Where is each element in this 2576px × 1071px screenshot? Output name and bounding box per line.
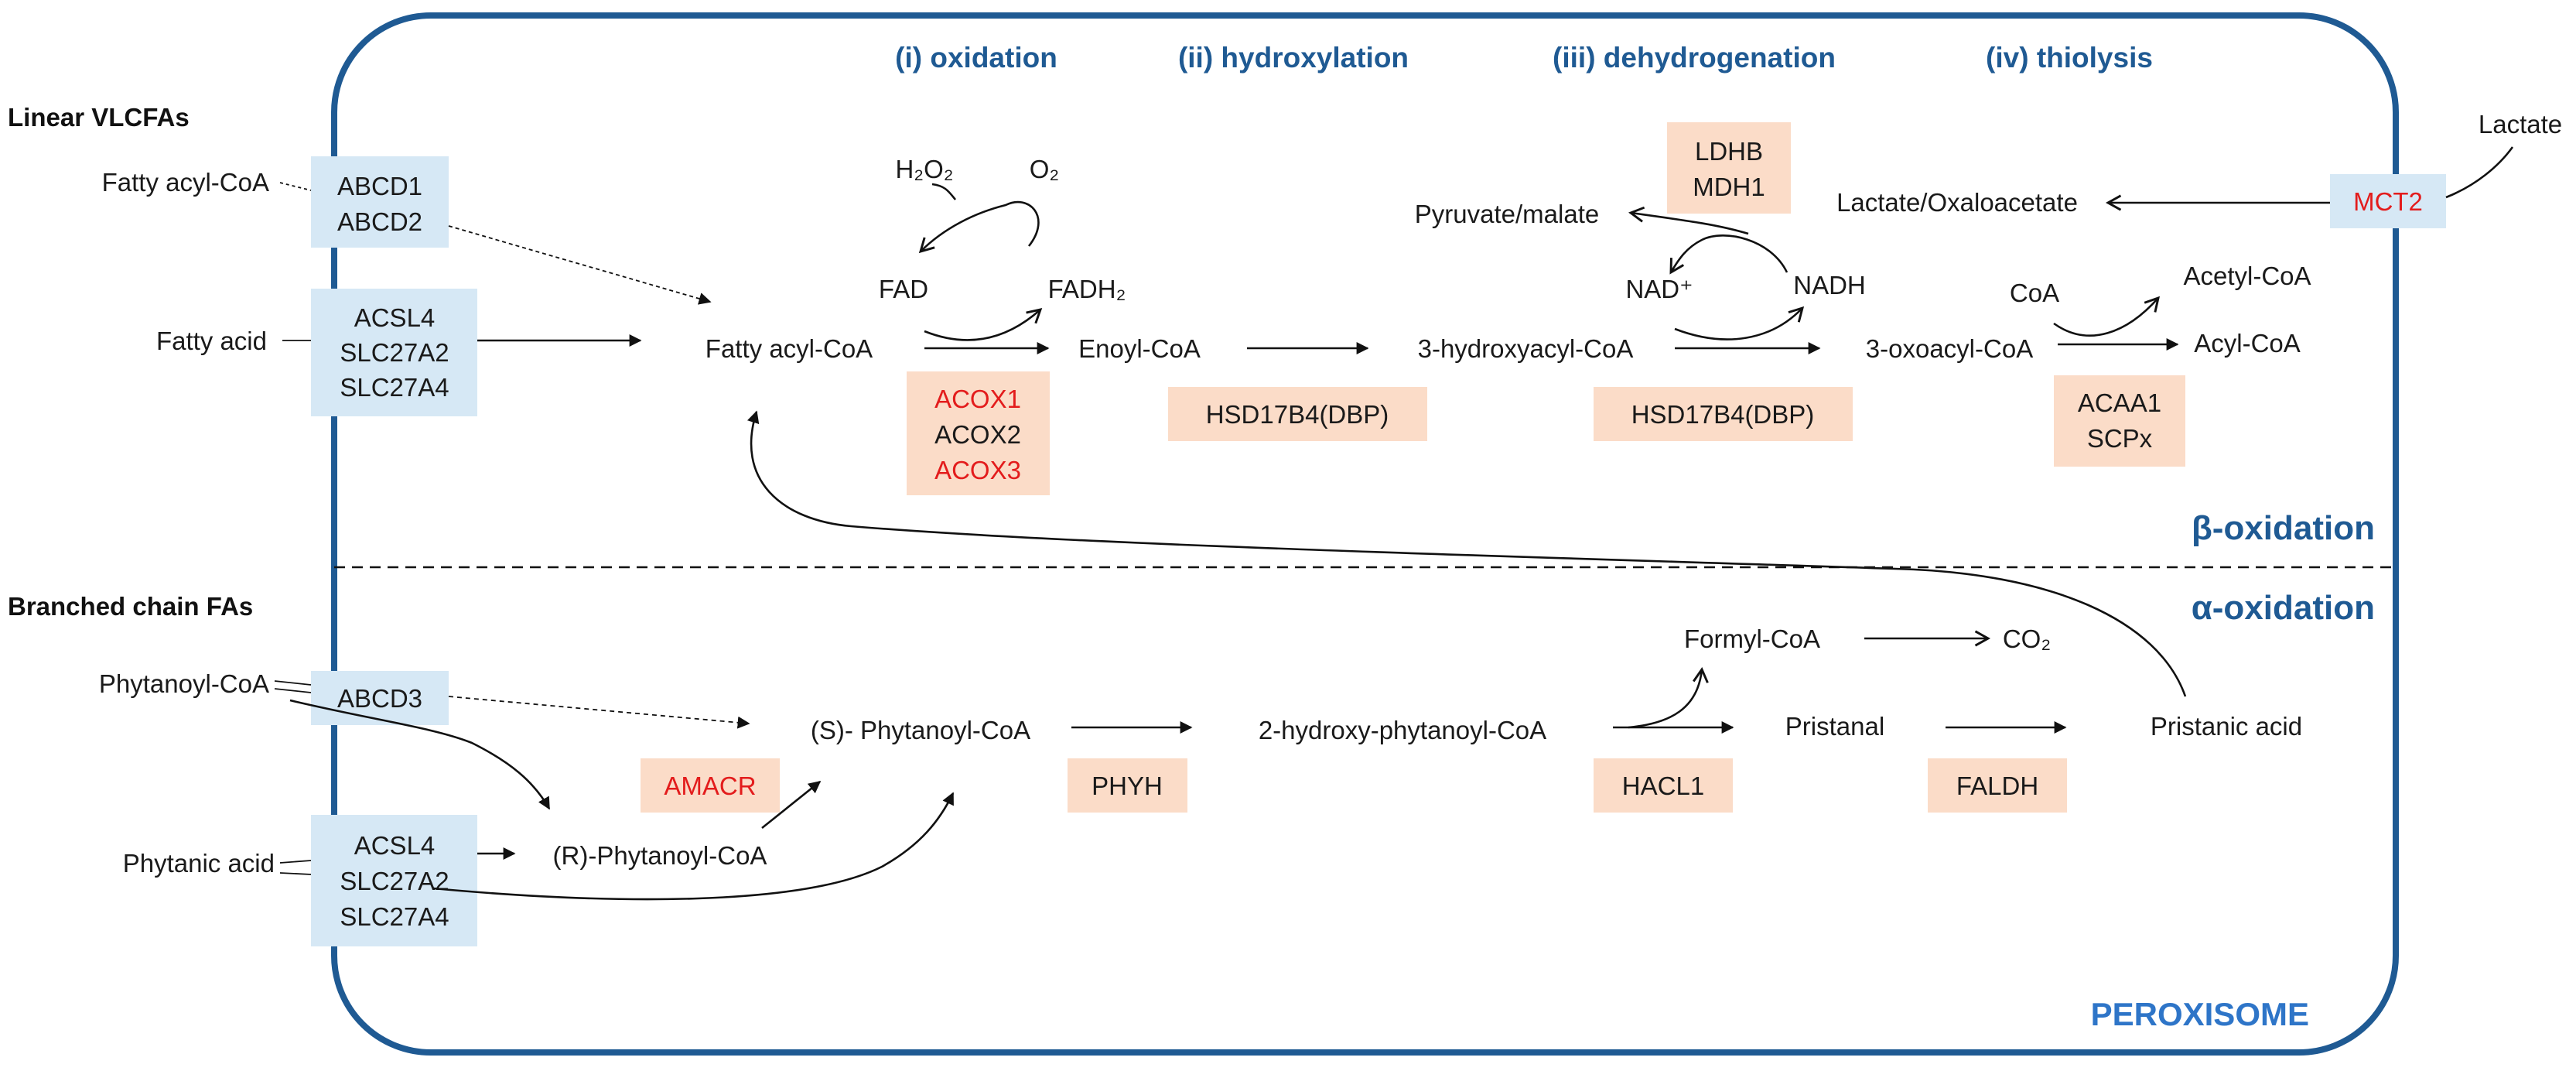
mct2-label: MCT2 xyxy=(2353,187,2423,216)
abcd2-label: ABCD2 xyxy=(337,207,422,236)
hacl1-box: HACL1 xyxy=(1594,758,1733,813)
acox3-label: ACOX3 xyxy=(934,456,1021,484)
fadh2-label: FADH₂ xyxy=(1048,275,1126,303)
s-phytanoyl-coa-label: (S)- Phytanoyl-CoA xyxy=(811,716,1030,744)
line-phytanoyl-to-abcd3-b xyxy=(274,688,312,693)
phytanic-acid-label: Phytanic acid xyxy=(123,849,275,878)
arrow-abcd3-to-s-phytanoyl xyxy=(448,696,750,729)
lactate-external-label: Lactate xyxy=(2479,110,2562,139)
header-oxidation: (i) oxidation xyxy=(895,42,1057,74)
faldh-box: FALDH xyxy=(1928,758,2067,813)
arrow-r-to-s-phytanoyl xyxy=(761,780,822,830)
arrow-nadh-to-nad xyxy=(1669,234,1789,275)
abcd3-label: ABCD3 xyxy=(337,684,422,713)
amacr-label: AMACR xyxy=(664,772,756,800)
slc27a4-top-label: SLC27A4 xyxy=(340,373,449,402)
co2-label: CO₂ xyxy=(2003,624,2051,653)
hacl1-label: HACL1 xyxy=(1622,772,1704,800)
peroxisome-label: PEROXISOME xyxy=(2091,996,2309,1032)
acsl-bottom-box: ACSL4 SLC27A2 SLC27A4 xyxy=(311,815,477,946)
arrow-nad-to-nadh xyxy=(1674,306,1805,340)
ldhb-label: LDHB xyxy=(1695,137,1763,166)
line-phytanic-to-acsl-a xyxy=(279,860,312,864)
formyl-coa-label: Formyl-CoA xyxy=(1684,624,1820,653)
slc27a4-bottom-label: SLC27A4 xyxy=(340,902,449,931)
section-linear-vlcfas: Linear VLCFAs xyxy=(8,103,190,132)
3-oxoacyl-coa-label: 3-oxoacyl-CoA xyxy=(1866,334,2033,363)
hsd17b4-dehydrogenation-label: HSD17B4(DBP) xyxy=(1631,400,1815,429)
acox1-label: ACOX1 xyxy=(934,385,1021,413)
r-phytanoyl-coa-label: (R)-Phytanoyl-CoA xyxy=(553,841,767,870)
lactate-oxaloacetate-label: Lactate/Oxaloacetate xyxy=(1836,188,2078,217)
hsd17b4-hydroxylation-box: HSD17B4(DBP) xyxy=(1168,387,1427,441)
arrow-to-formyl-coa xyxy=(1628,666,1709,729)
arrow-o2-to-h2o2 xyxy=(918,200,1040,254)
enoyl-coa-label: Enoyl-CoA xyxy=(1078,334,1201,363)
section-branched-fas: Branched chain FAs xyxy=(8,592,253,621)
coa-label: CoA xyxy=(2010,279,2059,307)
acsl4-bottom-label: ACSL4 xyxy=(354,831,436,860)
2-hydroxy-phytanoyl-coa-label: 2-hydroxy-phytanoyl-CoA xyxy=(1259,716,1546,744)
alpha-oxidation-label: α-oxidation xyxy=(2192,589,2375,627)
header-dehydrogenation: (iii) dehydrogenation xyxy=(1553,42,1836,74)
acyl-coa-label: Acyl-CoA xyxy=(2194,329,2301,358)
acsl-top-box: ACSL4 SLC27A2 SLC27A4 xyxy=(311,289,477,416)
phyh-label: PHYH xyxy=(1092,772,1163,800)
acetyl-coa-label: Acetyl-CoA xyxy=(2183,262,2311,290)
beta-oxidation-label: β-oxidation xyxy=(2192,509,2375,547)
phytanoyl-coa-external: Phytanoyl-CoA xyxy=(99,669,269,698)
line-lactate-to-mct2 xyxy=(2445,146,2514,199)
acox-box: ACOX1 ACOX2 ACOX3 xyxy=(907,371,1050,495)
fatty-acyl-coa-label: Fatty acyl-CoA xyxy=(705,334,873,363)
amacr-box: AMACR xyxy=(641,758,780,813)
acaa1-scpx-box: ACAA1 SCPx xyxy=(2054,375,2185,467)
h2o2-label: H₂O₂ xyxy=(895,155,953,183)
3-hydroxyacyl-coa-label: 3-hydroxyacyl-CoA xyxy=(1418,334,1634,363)
arrow-coa-to-acetyl-coa xyxy=(2053,296,2161,337)
ldhb-mdh1-box: LDHB MDH1 xyxy=(1667,122,1791,214)
pristanal-label: Pristanal xyxy=(1785,712,1884,741)
hsd17b4-hydroxylation-label: HSD17B4(DBP) xyxy=(1206,400,1389,429)
arrow-fad-to-fadh2 xyxy=(924,307,1043,341)
abcd1-abcd2-box: ABCD1 ABCD2 xyxy=(311,156,449,248)
faldh-label: FALDH xyxy=(1956,772,2038,800)
abcd1-label: ABCD1 xyxy=(337,172,422,200)
line-phytanoyl-to-abcd3-a xyxy=(274,680,312,686)
scpx-label: SCPx xyxy=(2087,424,2153,453)
nad-label: NAD⁺ xyxy=(1625,275,1693,303)
phyh-box: PHYH xyxy=(1068,758,1187,813)
fatty-acid-label: Fatty acid xyxy=(156,327,267,355)
header-thiolysis: (iv) thiolysis xyxy=(1986,42,2153,74)
slc27a2-bottom-label: SLC27A2 xyxy=(340,867,449,895)
line-phytanic-to-acsl-b xyxy=(279,872,312,875)
slc27a2-top-label: SLC27A2 xyxy=(340,338,449,367)
fatty-acyl-coa-external: Fatty acyl-CoA xyxy=(102,168,269,197)
acox2-label: ACOX2 xyxy=(934,420,1021,449)
acsl4-top-label: ACSL4 xyxy=(354,303,436,332)
abcd3-box: ABCD3 xyxy=(311,671,449,725)
peroxisome-membrane xyxy=(331,12,2399,1056)
import-line-fatty-acyl-coa xyxy=(279,182,312,191)
header-hydroxylation: (ii) hydroxylation xyxy=(1178,42,1409,74)
o2-label: O₂ xyxy=(1030,155,1059,183)
arrow-h2o2-tail xyxy=(931,183,957,200)
mct2-box: MCT2 xyxy=(2330,174,2446,228)
arrow-pristanic-to-fatty-acyl-coa xyxy=(747,410,2187,697)
acaa1-label: ACAA1 xyxy=(2078,388,2161,417)
nadh-label: NADH xyxy=(1793,271,1866,299)
arrow-abcd3-to-r-phytanoyl xyxy=(289,699,551,810)
arrow-lactate-to-pyruvate xyxy=(1628,206,1749,235)
hsd17b4-dehydrogenation-box: HSD17B4(DBP) xyxy=(1594,387,1853,441)
mdh1-label: MDH1 xyxy=(1693,173,1765,201)
arrow-abcd-to-fatty-acyl-coa xyxy=(448,225,712,305)
pyruvate-malate-label: Pyruvate/malate xyxy=(1415,200,1599,228)
pristanic-acid-label: Pristanic acid xyxy=(2151,712,2302,741)
arrow-acsl-to-s-phytanoyl xyxy=(432,792,955,901)
fad-label: FAD xyxy=(879,275,928,303)
